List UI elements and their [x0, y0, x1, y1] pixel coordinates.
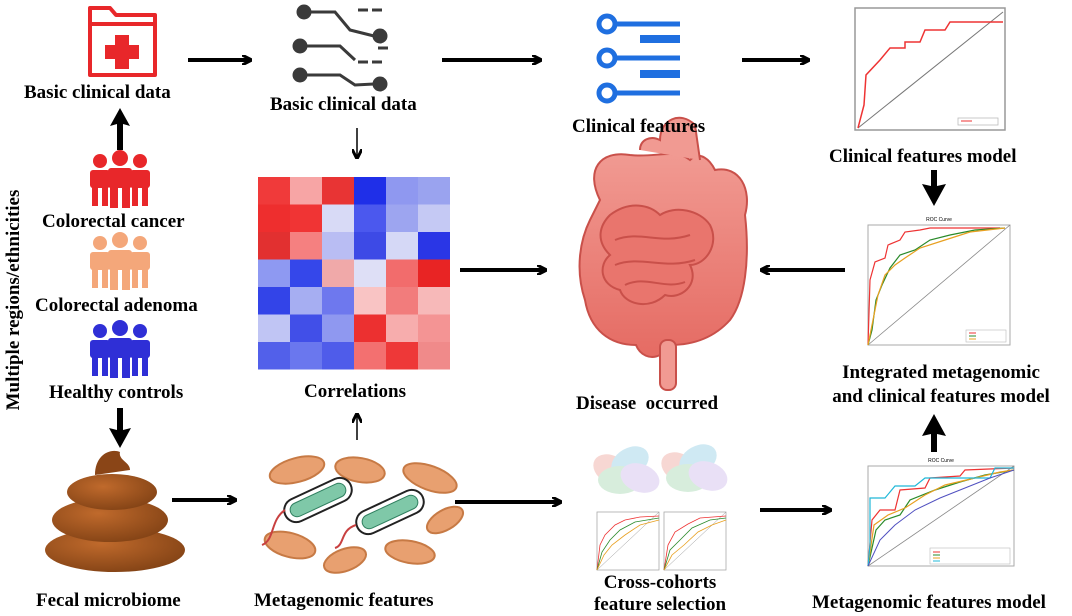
healthy-controls-people-icon [90, 320, 150, 378]
heatmap-cell [418, 259, 450, 287]
heatmap-cell [322, 177, 354, 205]
integrated-roc-plot: ROC Curve [867, 217, 1011, 346]
heatmap-cell [290, 342, 322, 370]
heatmap-cell [386, 204, 418, 232]
heatmap-cell [290, 287, 322, 315]
feature-list-icon [596, 13, 680, 104]
bold-triangle-arrows [109, 108, 946, 452]
arrow-metamodel-up-to-integrated [922, 414, 946, 452]
label-integrated-model-line1: Integrated metagenomic [842, 362, 1040, 383]
heatmap-cell [258, 287, 290, 315]
heatmap-cell [322, 259, 354, 287]
heatmap-cell [386, 259, 418, 287]
label-basic-clinical-data-center: Basic clinical data [270, 94, 417, 115]
heatmap-cell [386, 314, 418, 342]
heatmap-cell [418, 177, 450, 205]
correlation-heatmap [258, 177, 450, 370]
fecal-poop-icon [45, 450, 185, 572]
heatmap-cell [418, 287, 450, 315]
heatmap-cell [258, 204, 290, 232]
label-colorectal-cancer: Colorectal cancer [42, 211, 185, 232]
flow-arrows [172, 60, 845, 510]
cross-cohort-roc-plots [596, 511, 727, 571]
heatmap-cell [258, 177, 290, 205]
heatmap-cell [418, 232, 450, 260]
heatmap-cell [322, 314, 354, 342]
heatmap-cell [386, 232, 418, 260]
colorectal-cancer-people-icon [90, 150, 150, 208]
label-clinical-features: Clinical features [572, 116, 706, 137]
label-metagenomic-features-model: Metagenomic features model [812, 592, 1046, 613]
heatmap-cell [386, 287, 418, 315]
label-disease-occurred: Disease occurred [576, 393, 719, 414]
heatmap-cell [258, 314, 290, 342]
cross-cohort-venn-diagrams [593, 444, 728, 494]
heatmap-cell [322, 204, 354, 232]
heatmap-cell [354, 259, 386, 287]
label-cross-cohorts-line1: Cross-cohorts [603, 572, 717, 593]
label-correlations: Correlations [304, 381, 407, 402]
heatmap-cell [354, 232, 386, 260]
label-integrated-model-line2: and clinical features model [832, 386, 1050, 407]
colorectal-adenoma-people-icon [90, 232, 150, 290]
label-healthy-controls: Healthy controls [49, 382, 184, 403]
heatmap-cell [354, 177, 386, 205]
label-metagenomic-features: Metagenomic features [254, 590, 434, 611]
heatmap-cell [418, 314, 450, 342]
label-colorectal-adenoma: Colorectal adenoma [35, 295, 198, 316]
heatmap-cell [290, 204, 322, 232]
heatmap-cell [258, 232, 290, 260]
heatmap-cell [354, 342, 386, 370]
heatmap-cell [354, 287, 386, 315]
integrated-roc-title: ROC Curve [926, 217, 952, 223]
metagenomic-roc-title: ROC Curve [928, 458, 954, 464]
heatmap-cell [322, 232, 354, 260]
heatmap-cell [322, 342, 354, 370]
arrow-people-down-to-poop [109, 408, 131, 448]
label-basic-clinical-data-left: Basic clinical data [24, 82, 171, 103]
heatmap-cell [418, 204, 450, 232]
heatmap-cell [386, 177, 418, 205]
heatmap-cell [418, 342, 450, 370]
arrow-people-up-to-basic [110, 108, 130, 150]
heatmap-cell [258, 342, 290, 370]
heatmap-cell [290, 177, 322, 205]
label-fecal-microbiome: Fecal microbiome [36, 590, 181, 611]
intestine-icon [578, 116, 748, 391]
circuit-data-icon [292, 4, 388, 92]
label-cross-cohorts-line2: feature selection [593, 594, 727, 615]
arrow-clinical-model-down-to-integrated [922, 170, 946, 206]
heatmap-cell [322, 287, 354, 315]
heatmap-cell [290, 232, 322, 260]
medical-folder-icon [88, 6, 157, 77]
heatmap-cell [258, 259, 290, 287]
heatmap-cell [290, 314, 322, 342]
heatmap-cell [354, 204, 386, 232]
heatmap-cell [354, 314, 386, 342]
heatmap-cell [386, 342, 418, 370]
label-multiple-regions: Multiple regions/ethnicities [3, 189, 24, 411]
clinical-roc-plot [854, 7, 1006, 131]
metagenomic-roc-plot: ROC Curve [867, 458, 1015, 567]
label-clinical-features-model: Clinical features model [829, 146, 1017, 167]
heatmap-cell [290, 259, 322, 287]
bacteria-cluster-icon [261, 455, 465, 574]
